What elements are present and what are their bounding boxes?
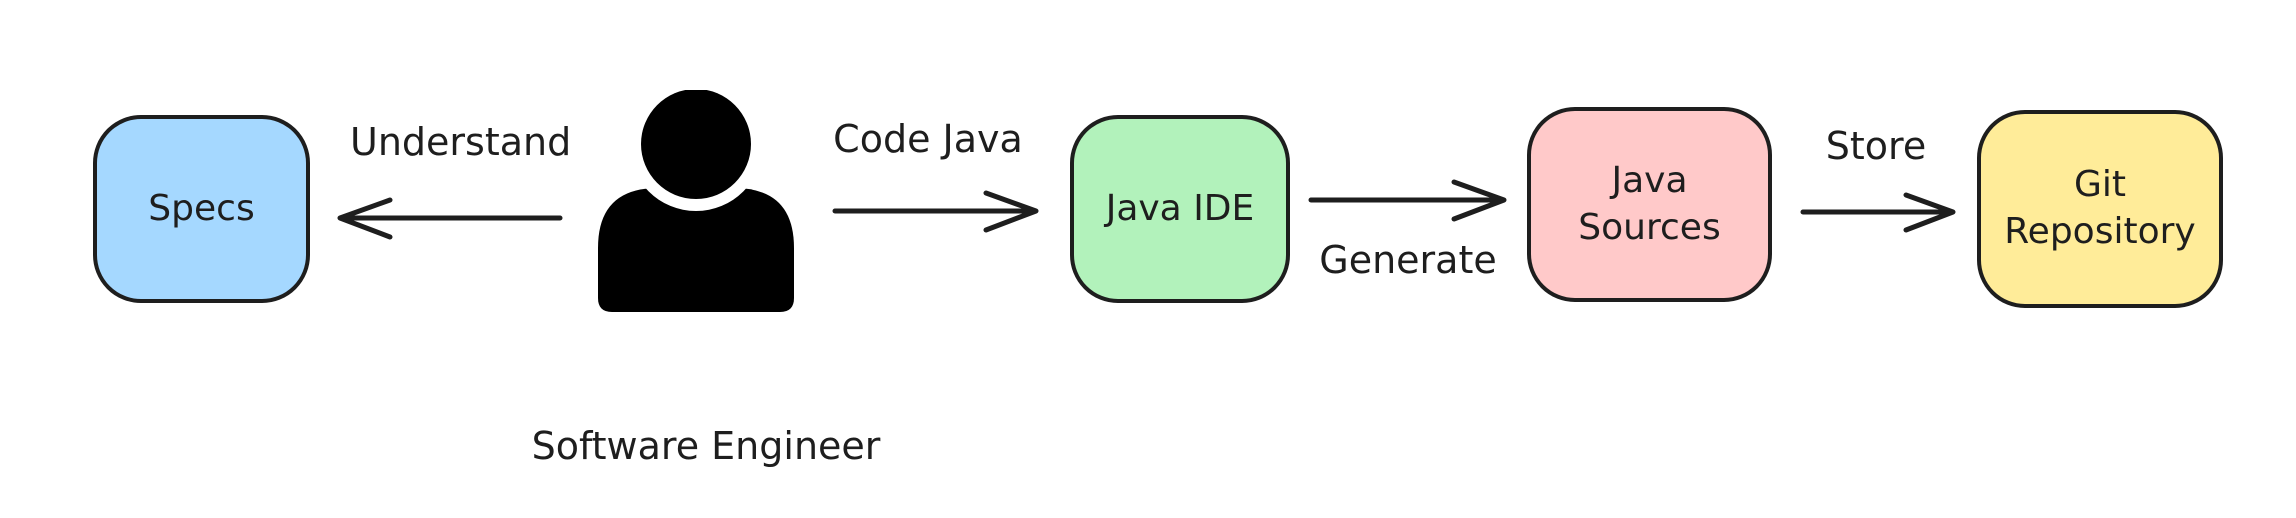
generate-arrow: [1308, 179, 1507, 222]
store-arrow: [1800, 192, 1956, 233]
person-icon: [598, 90, 794, 312]
node-specs-label: Specs: [148, 187, 255, 229]
actor-label-software-engineer: Software Engineer: [531, 424, 881, 468]
node-java-sources: Java Sources: [1527, 107, 1772, 302]
edge-label-generate: Generate: [1319, 238, 1497, 282]
edge-label-understand: Understand: [350, 120, 572, 164]
node-git-repository: Git Repository: [1977, 110, 2223, 308]
node-java-ide-label: Java IDE: [1105, 187, 1255, 229]
node-java-sources-label: Java Sources: [1578, 159, 1721, 248]
edge-label-code-java: Code Java: [833, 117, 1023, 161]
node-specs: Specs: [93, 115, 310, 303]
node-java-ide: Java IDE: [1070, 115, 1290, 303]
understand-arrow: [337, 197, 563, 240]
code-java-arrow: [832, 190, 1039, 233]
edge-label-store: Store: [1825, 124, 1927, 168]
node-git-repository-label: Git Repository: [2004, 164, 2196, 252]
